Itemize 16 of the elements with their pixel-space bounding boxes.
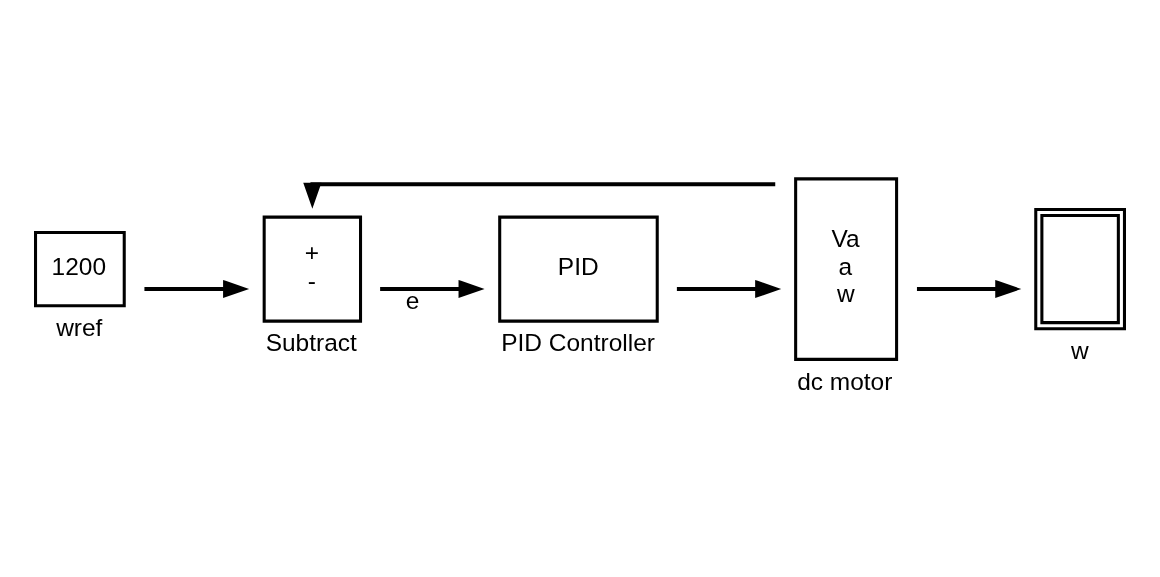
- node-box: Va a w: [794, 176, 899, 361]
- node-box: [1034, 207, 1126, 330]
- arrow: [303, 181, 776, 209]
- arrow: [144, 279, 250, 298]
- node-label: dc motor: [797, 367, 893, 395]
- arrow: [916, 279, 1022, 298]
- edge-label: e: [405, 286, 420, 314]
- arrow: [676, 279, 782, 298]
- node-box: + -: [262, 215, 363, 323]
- node-box: 1200: [34, 230, 126, 307]
- node-label: w: [1070, 336, 1089, 364]
- arrow: [380, 279, 485, 298]
- node-box: PID: [498, 215, 659, 323]
- node-label: Subtract: [265, 328, 357, 356]
- node-label: wref: [56, 313, 103, 341]
- node-label: PID Controller: [501, 328, 655, 356]
